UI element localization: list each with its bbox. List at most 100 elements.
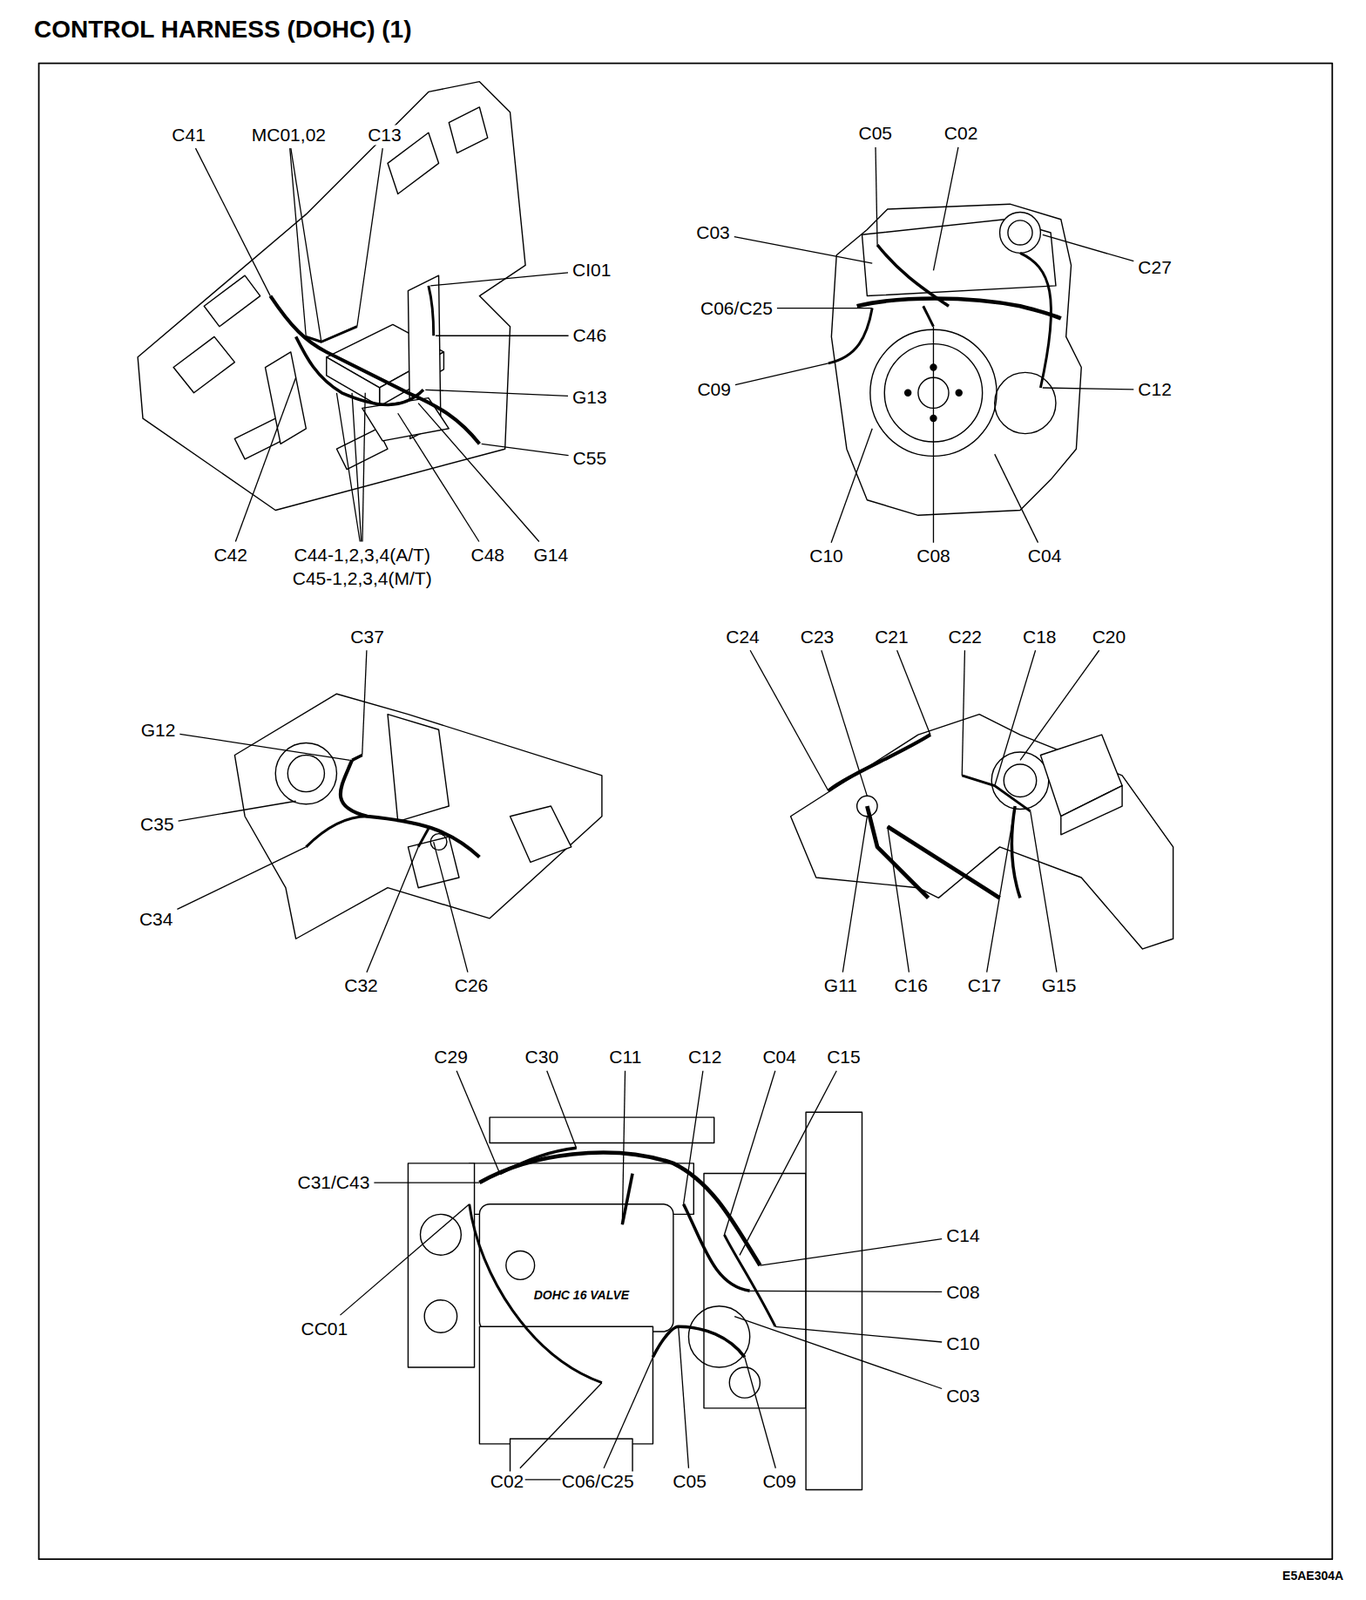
engine-end-view [828, 203, 1082, 515]
left-fender-view-part [305, 816, 367, 847]
connector-callout: C44-1,2,3,4(A/T) [293, 544, 432, 565]
leader-line [176, 846, 306, 909]
engine-end-view-part [1007, 220, 1033, 245]
engine-front-view-part [424, 1299, 457, 1333]
leader-line [1042, 234, 1135, 261]
engine-front-view-part [723, 1234, 776, 1326]
connector-callout: C03 [695, 222, 731, 243]
firewall-panel-part [270, 296, 480, 445]
left-fender-view-part [287, 754, 325, 792]
engine-front-view-part [407, 1163, 474, 1367]
right-fender-view-part [828, 734, 931, 791]
connector-callout: CI01 [571, 260, 612, 281]
connector-callout: C10 [945, 1333, 981, 1354]
left-fender-view [234, 693, 602, 939]
engine-front-view-part [489, 1116, 715, 1143]
leader-line [875, 147, 878, 245]
left-fender-view-part [387, 714, 449, 822]
connector-callout: C05 [857, 123, 893, 144]
leader-line [1030, 811, 1057, 973]
engine-end-view-part [994, 371, 1056, 433]
connector-callout: C09 [761, 1471, 798, 1492]
connector-callout: C48 [469, 544, 506, 565]
connector-callout: C14 [945, 1225, 981, 1246]
connector-callout: C04 [761, 1047, 798, 1068]
connector-callout: C08 [915, 546, 952, 567]
engine-front-view-part [622, 1173, 633, 1225]
engine-end-view-part [905, 389, 912, 396]
firewall-panel-part [296, 336, 424, 405]
connector-callout: C02 [943, 123, 980, 144]
connector-callout: C20 [1091, 626, 1128, 647]
leader-line [481, 443, 569, 455]
leader-line [750, 649, 829, 791]
connector-callout: C09 [696, 379, 732, 400]
leader-line [366, 846, 419, 973]
leader-line [821, 649, 868, 796]
firewall-panel-part [173, 336, 235, 393]
leader-line [290, 148, 322, 342]
connector-callout: C32 [343, 975, 379, 996]
connector-callout: C18 [1021, 626, 1058, 647]
connector-callout: C02 [489, 1471, 526, 1492]
connector-callout: G13 [571, 386, 609, 407]
right-fender-view-part [1061, 785, 1123, 835]
left-fender-view-part [340, 759, 481, 857]
connector-callout: C30 [524, 1047, 561, 1068]
connector-callout: C17 [967, 975, 1003, 996]
firewall-panel-part [265, 351, 307, 444]
connector-callout: C06/C25 [561, 1471, 636, 1492]
leader-line [362, 649, 367, 755]
connector-callout: C45-1,2,3,4(M/T) [291, 568, 433, 589]
leader-line [178, 800, 297, 821]
left-fender-view-part [275, 742, 337, 804]
left-fender-view-part [418, 828, 429, 847]
connector-callout: C12 [1136, 379, 1173, 400]
connector-callout: C23 [799, 626, 836, 647]
connector-callout: C10 [808, 546, 845, 567]
engine-end-view-part [828, 308, 873, 364]
connector-callout: C35 [139, 814, 176, 835]
leader-line [195, 148, 271, 296]
firewall-panel-part [203, 275, 260, 327]
leader-line [418, 403, 540, 542]
firewall-panel-part [305, 326, 358, 343]
leader-line [1020, 649, 1100, 760]
leader-line [933, 326, 934, 543]
connector-callout: C11 [608, 1047, 643, 1068]
leader-line [987, 805, 1015, 973]
connector-callout: C08 [945, 1281, 981, 1302]
leader-line [994, 453, 1039, 543]
connector-callout: G14 [532, 544, 569, 565]
firewall-panel-part [428, 285, 434, 336]
leader-line [179, 733, 350, 760]
connector-callout: C55 [572, 447, 609, 468]
leader-line [744, 1356, 776, 1468]
leader-line [520, 1382, 602, 1468]
connector-callout: G15 [1041, 975, 1078, 996]
right-fender-view-part [791, 714, 1174, 949]
firewall-panel-part [137, 81, 526, 511]
connector-callout: C06/C25 [699, 297, 774, 318]
connector-callout: MC01,02 [250, 124, 327, 145]
leader-line [398, 412, 480, 541]
connector-callout: C13 [366, 124, 403, 145]
right-fender-view [791, 714, 1174, 949]
leader-line [339, 1203, 469, 1315]
connector-callout: C03 [945, 1385, 981, 1406]
leader-line [723, 1070, 775, 1235]
connector-callout: C05 [671, 1471, 708, 1492]
engine-front-view-part [479, 1152, 760, 1265]
connector-callout: C04 [1027, 546, 1063, 567]
connector-callout: CC01 [300, 1318, 350, 1339]
connector-callout: C24 [724, 626, 761, 647]
leader-line [425, 389, 569, 396]
leader-line [435, 335, 569, 337]
left-fender-view-part [234, 693, 602, 939]
leader-line [603, 1356, 653, 1468]
leader-line [739, 1070, 837, 1256]
leader-line [622, 1070, 625, 1225]
right-fender-view-part [866, 805, 928, 898]
firewall-panel-part [448, 107, 487, 154]
